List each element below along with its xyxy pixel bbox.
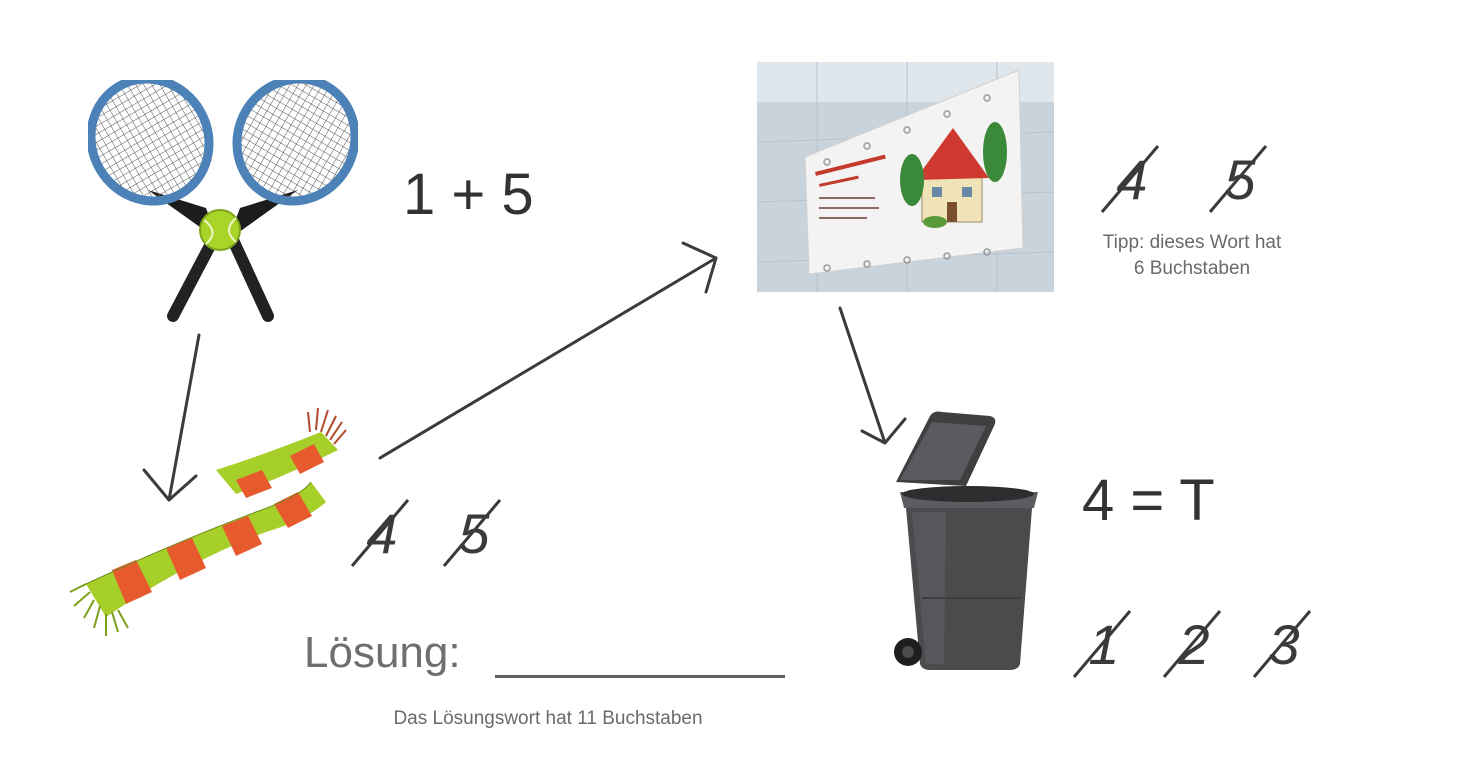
strike-icon	[1072, 610, 1132, 678]
sign-hint-line2: 6 Buchstaben	[1133, 258, 1251, 279]
solution-label: Lösung:	[304, 628, 461, 677]
solution-hint: Das Lösungswort hat 11 Buchstaben	[393, 708, 703, 729]
sign-hint-line1: Tipp: dieses Wort hat	[1102, 232, 1282, 253]
bin-crossed-digit-3: 3	[1252, 610, 1312, 681]
arrow-racket-to-scarf	[142, 333, 201, 502]
strike-icon	[442, 499, 502, 567]
strike-icon	[1162, 610, 1222, 678]
solution-answer-line[interactable]	[495, 675, 785, 678]
construction-sign-picture	[756, 62, 1055, 292]
sign-crossed-digit-1: 4	[1100, 145, 1160, 216]
trash-bin-icon	[886, 408, 1044, 676]
strike-icon	[1100, 145, 1160, 213]
bin-crossed-digit-2: 2	[1162, 610, 1222, 681]
strike-icon	[1252, 610, 1312, 678]
scarf-crossed-digit-2: 5	[442, 499, 502, 570]
bin-crossed-digit-1: 1	[1072, 610, 1132, 681]
striped-scarf-icon	[66, 392, 348, 644]
arrow-scarf-to-sign	[378, 241, 718, 460]
sign-crossed-digit-2: 5	[1208, 145, 1268, 216]
bin-equation: 4 = T	[1082, 468, 1215, 533]
arrow-sign-to-bin	[838, 306, 907, 445]
strike-icon	[1208, 145, 1268, 213]
scarf-crossed-digit-1: 4	[350, 499, 410, 570]
tennis-rackets-icon	[86, 74, 360, 325]
strike-icon	[350, 499, 410, 567]
sign-hint: Tipp: dieses Wort hat 6 Buchstaben	[1075, 230, 1309, 282]
racket-equation: 1 + 5	[403, 162, 534, 227]
